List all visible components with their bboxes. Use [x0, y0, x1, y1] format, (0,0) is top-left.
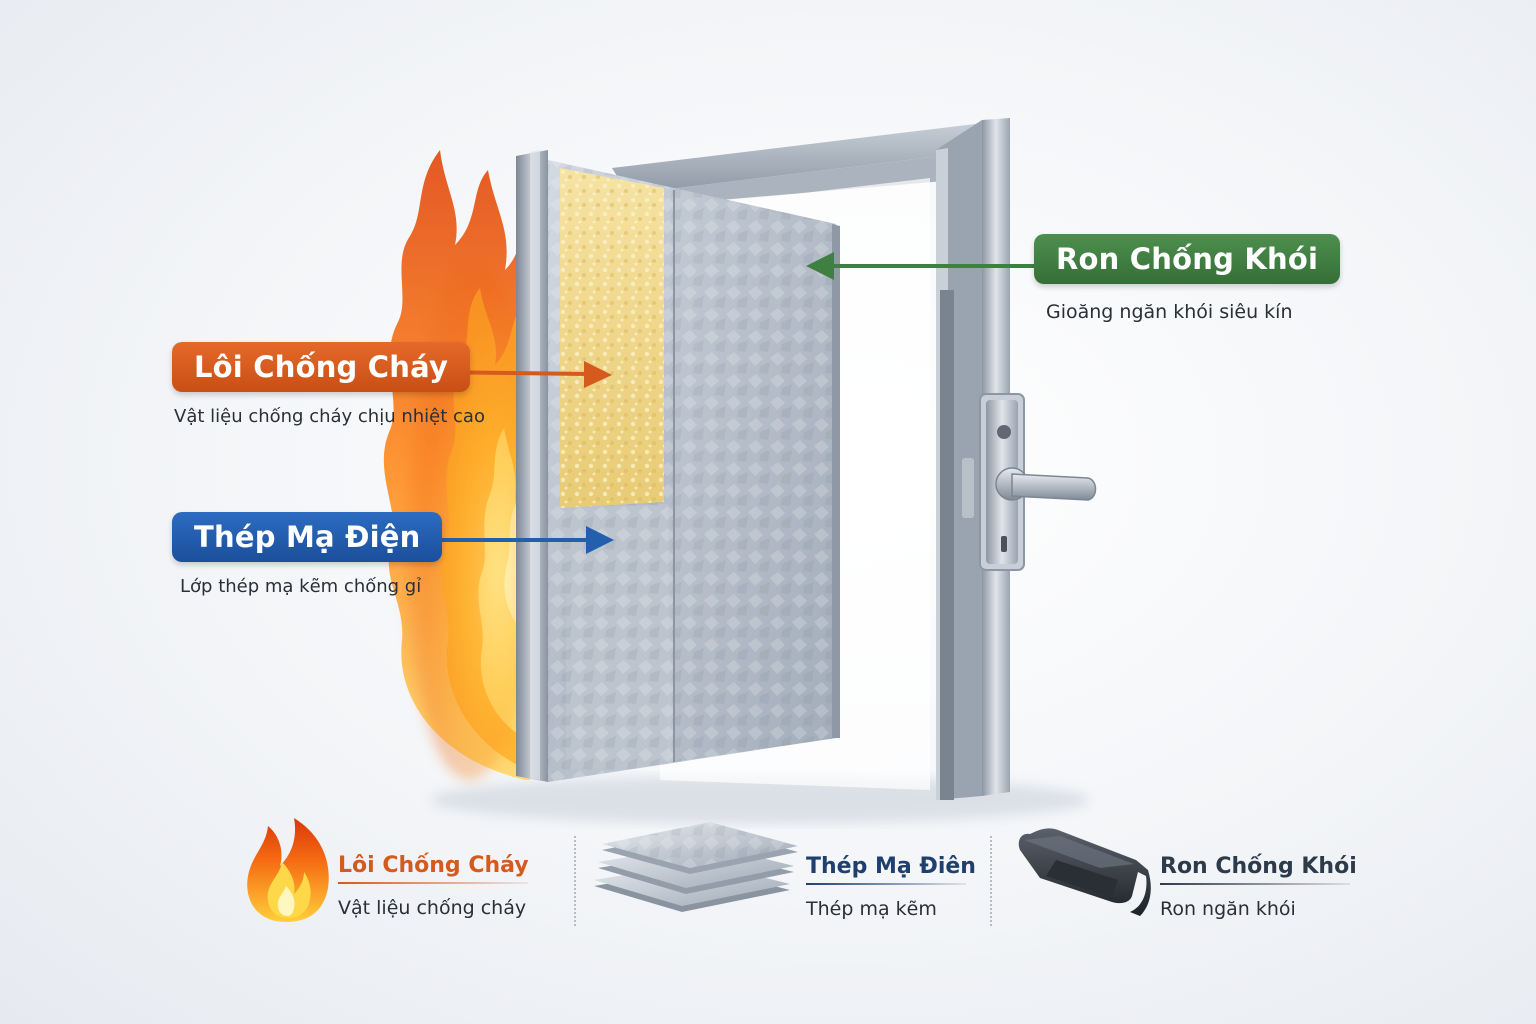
seal-callout-caption: Gioăng ngăn khói siêu kín	[1046, 301, 1293, 323]
feature-seal-title: Ron Chống Khói	[1160, 854, 1357, 879]
feature-core-underline	[338, 882, 528, 884]
feature-steel-title: Thép Mạ Điên	[806, 854, 976, 879]
steel-callout-caption: Lớp thép mạ kẽm chống gỉ	[180, 576, 422, 597]
feature-core-title: Lôi Chống Cháy	[338, 853, 529, 878]
feature-steel-underline	[806, 883, 966, 885]
feature-divider-1	[574, 836, 576, 926]
feature-core-subtitle: Vật liệu chống cháy	[338, 897, 527, 919]
door-handle	[995, 467, 1097, 501]
arrow-seal	[806, 252, 1036, 280]
rubber-gasket-icon	[1018, 828, 1151, 916]
seal-callout-label: Ron Chống Khói	[1034, 234, 1341, 284]
door-leaf	[516, 150, 840, 782]
feature-divider-2	[990, 836, 992, 926]
feature-seal-subtitle: Ron ngăn khói	[1160, 898, 1296, 920]
core-callout-label: Lôi Chống Cháy	[172, 342, 471, 392]
door-frame	[612, 118, 1010, 800]
feature-seal-underline	[1160, 883, 1350, 885]
flame-icon	[247, 818, 329, 922]
steel-sheets-icon	[594, 822, 798, 912]
feature-steel-subtitle: Thép mạ kẽm	[806, 898, 937, 920]
core-callout-caption: Vật liệu chống cháy chịu nhiệt cao	[174, 406, 485, 427]
steel-callout-label: Thép Mạ Điện	[172, 512, 443, 562]
arrow-steel	[432, 526, 614, 554]
